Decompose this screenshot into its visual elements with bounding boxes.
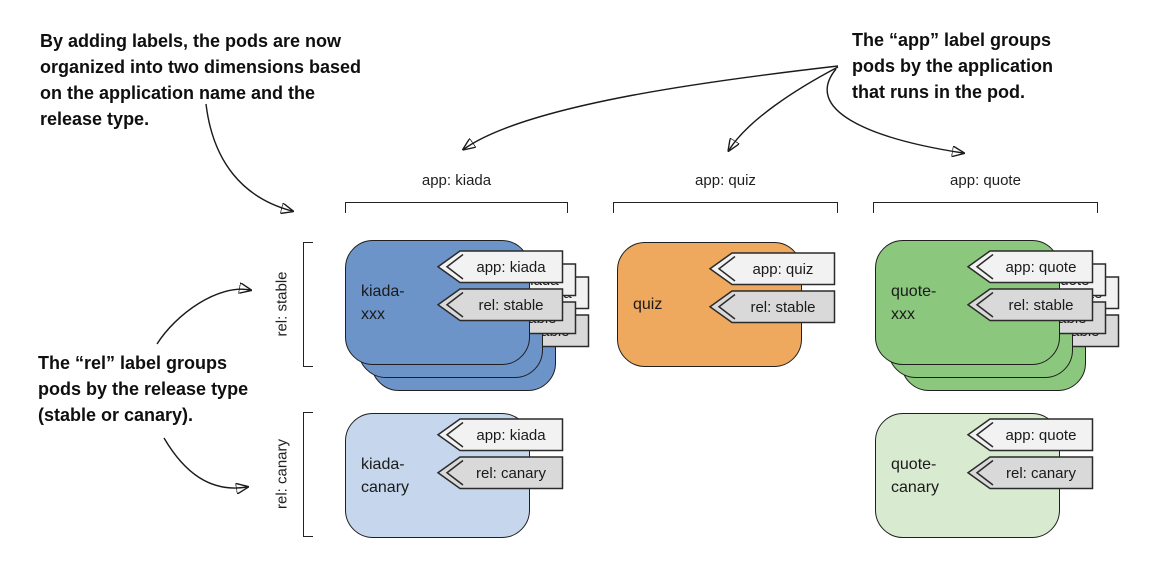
column-header-app-kiada: app: kiada: [421, 172, 492, 189]
note-line: The “app” label groups: [852, 30, 1052, 50]
note-line: that runs in the pod.: [852, 82, 1025, 102]
pod-name: quote- canary: [891, 455, 940, 496]
svg-text:app: quote: app: quote: [1006, 259, 1077, 276]
note-line: release type.: [40, 109, 150, 129]
arrow-app-kiada: [464, 65, 839, 149]
arrow-app-quiz: [729, 66, 839, 150]
note-line: (stable or canary).: [38, 405, 194, 425]
svg-text:app: kiada: app: kiada: [476, 259, 546, 276]
note-line: on the application name and the: [40, 83, 316, 103]
svg-text:rel: canary: rel: canary: [1006, 465, 1077, 482]
pod-name: quiz: [633, 296, 663, 313]
label-tag-app-quiz: app: quiz: [708, 252, 836, 286]
bracket-app-kiada: [345, 202, 568, 213]
label-tag-app-kiada: app: kiada: [436, 250, 564, 284]
svg-text:app: quiz: app: quiz: [753, 261, 814, 278]
label-tag-app-quote-canary: app: quote: [966, 418, 1094, 452]
svg-text:rel: stable: rel: stable: [1008, 297, 1073, 314]
note-line: The “rel” label groups: [38, 353, 228, 373]
note-app-label: The “app” label groups pods by the appli…: [852, 27, 1053, 105]
bracket-rel-stable: [303, 242, 313, 367]
bracket-rel-canary: [303, 412, 313, 537]
note-line: By adding labels, the pods are now: [40, 31, 342, 51]
label-tag-app-kiada-canary: app: kiada: [436, 418, 564, 452]
label-tag-rel-stable-quiz: rel: stable: [708, 290, 836, 324]
label-tag-rel-canary-kiada: rel: canary: [436, 456, 564, 490]
bracket-app-quiz: [613, 202, 838, 213]
row-label-rel-canary: rel: canary: [273, 438, 291, 510]
svg-text:app: kiada: app: kiada: [476, 427, 546, 444]
row-label-rel-stable: rel: stable: [273, 271, 291, 337]
label-tag-rel-stable-quote: rel: stable: [966, 288, 1094, 322]
pod-name: quote- xxx: [891, 282, 937, 323]
svg-text:rel: stable: rel: stable: [750, 299, 815, 316]
svg-text:app: quote: app: quote: [1006, 427, 1077, 444]
note-two-dimensions: By adding labels, the pods are now organ…: [40, 28, 361, 132]
column-header-app-quote: app: quote: [950, 172, 1021, 189]
label-tag-app-quote: app: quote: [966, 250, 1094, 284]
bracket-app-quote: [873, 202, 1098, 213]
svg-text:rel: canary: rel: canary: [476, 465, 547, 482]
arrow-rel-stable: [156, 289, 250, 345]
note-rel-label: The “rel” label groups pods by the relea…: [38, 350, 248, 428]
note-line: pods by the release type: [38, 379, 249, 399]
pod-name: kiada- xxx: [361, 282, 405, 323]
label-tag-rel-canary-quote: rel: canary: [966, 456, 1094, 490]
label-tag-rel-stable: rel: stable: [436, 288, 564, 322]
column-header-app-quiz: app: quiz: [695, 172, 756, 189]
svg-text:rel: stable: rel: stable: [478, 297, 543, 314]
arrow-rel-canary: [163, 437, 247, 488]
note-line: organized into two dimensions based: [40, 57, 362, 77]
note-line: pods by the application: [852, 56, 1054, 76]
pod-name: kiada- canary: [361, 455, 410, 496]
